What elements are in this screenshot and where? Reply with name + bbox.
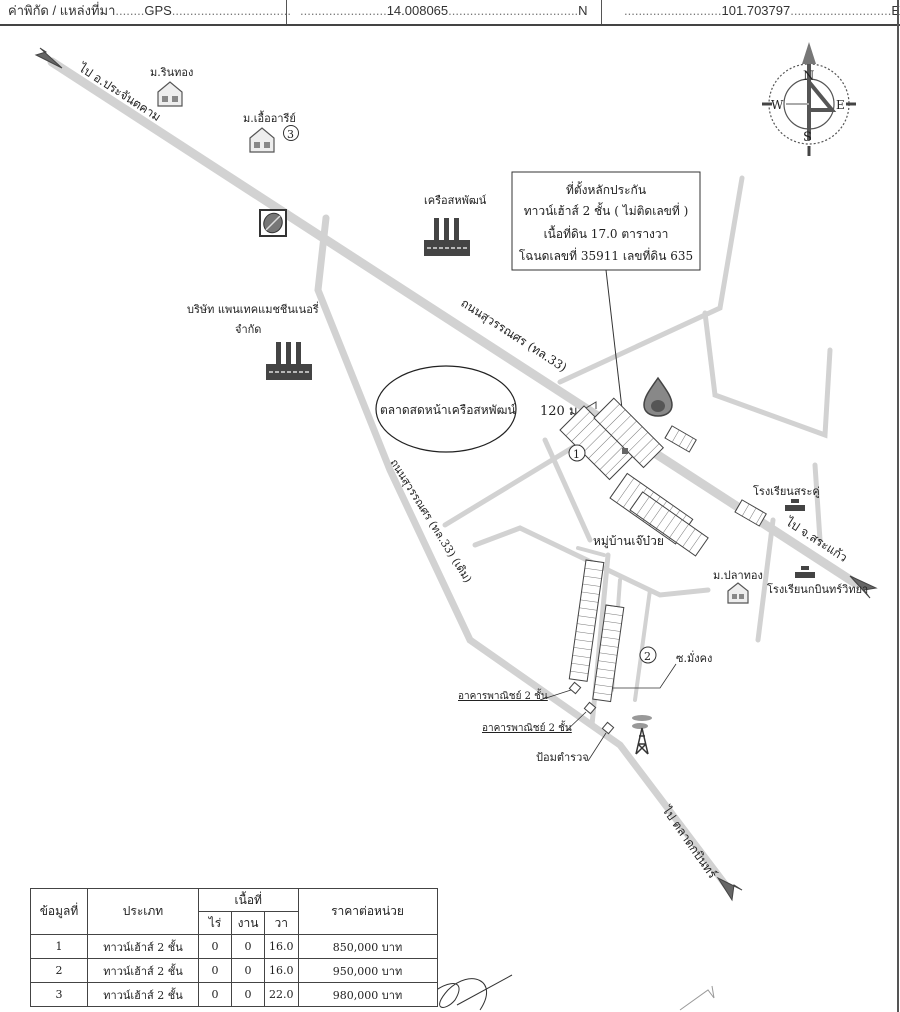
source-field: ค่าพิกัด / แหล่งที่มา........GPS........… — [8, 3, 291, 18]
collateral-line2: ทาวน์เฮ้าส์ 2 ชั้น ( ไม่ติดเลขที่ ) — [524, 202, 689, 218]
road-label-to-kabin-market: ไป ตลาดกบินทร์ — [659, 803, 720, 882]
cell-type: ทาวน์เฮ้าส์ 2 ชั้น — [87, 982, 199, 1007]
old-highway-33 — [314, 214, 732, 892]
cell-type: ทาวน์เฮ้าส์ 2 ชั้น — [87, 958, 199, 983]
police-box-marker — [601, 721, 615, 735]
gas-station-icon — [643, 376, 673, 417]
latitude-suffix: N — [578, 3, 588, 18]
col-header-price: ราคาต่อหน่วย — [297, 888, 438, 935]
label-distance: 120 ม. — [540, 404, 582, 419]
collateral-line1: ที่ตั้งหลักประกัน — [566, 181, 646, 197]
location-map: ไป อ.ประจันตคาม ถนนสุวรรณศร (ทล.33) ถนนส… — [34, 42, 878, 1011]
longitude-value: 101.703797 — [721, 3, 791, 18]
bank-logo-icon — [259, 209, 287, 237]
cell-wa: 22.0 — [264, 982, 299, 1007]
col-header-wa: วา — [264, 911, 299, 935]
label-village: หมู่บ้านเจ๊บ๋วย — [593, 534, 664, 549]
school-icon — [785, 499, 805, 511]
factory-icon — [266, 342, 312, 380]
cell-price: 850,000 บาท — [297, 934, 438, 959]
longitude-suffix: E — [891, 3, 900, 18]
shophouse-2-marker — [583, 701, 597, 715]
house-icon — [249, 127, 275, 153]
house-icon — [727, 582, 749, 604]
table-row: 3 ทาวน์เฮ้าส์ 2 ชั้น 0 0 22.0 980,000 บา… — [30, 982, 438, 1007]
arrow-to-prachantakham-icon — [34, 47, 63, 69]
marker-2 — [639, 646, 657, 664]
label-rinthong: ม.รินทอง — [150, 66, 193, 79]
col-header-no: ข้อมูลที่ — [30, 888, 88, 935]
compass-rose-icon: N S W E — [762, 42, 856, 156]
marker-1 — [568, 444, 586, 462]
col-header-type: ประเภท — [87, 888, 199, 935]
table-row: 2 ทาวน์เฮ้าส์ 2 ชั้น 0 0 16.0 950,000 บา… — [30, 958, 438, 983]
shophouse-1-marker — [568, 681, 582, 695]
compass-s: S — [803, 130, 812, 145]
label-soi-mangkong: ซ.มั่งคง — [676, 650, 712, 665]
cell-rai: 0 — [198, 982, 232, 1007]
label-kruea-sahapat: เครือสหพัฒน์ — [424, 194, 487, 207]
collateral-line3: เนื้อที่ดิน 17.0 ตารางวา — [544, 225, 669, 241]
compass-n: N — [803, 69, 814, 84]
longitude-field: ...........................101.703797...… — [624, 3, 900, 18]
collateral-line4: โฉนดเลขที่ 35911 เลขที่ดิน 635 — [519, 247, 693, 263]
compass-e: E — [836, 98, 845, 112]
label-market: ตลาดสดหน้าเครือสหพัฒน์ — [380, 403, 516, 417]
marker-2-label: 2 — [644, 650, 651, 663]
cell-rai: 0 — [198, 934, 232, 959]
factory-icon — [424, 218, 470, 256]
school-icon — [795, 566, 815, 578]
signature-mark — [419, 974, 715, 1011]
cell-ngan: 0 — [231, 934, 265, 959]
cell-rai: 0 — [198, 958, 232, 983]
label-pantech-line1: บริษัท แพนเทคแมชชีนเนอรี่ — [187, 301, 319, 316]
label-pla-thong: ม.ปลาทอง — [713, 569, 763, 582]
cell-wa: 16.0 — [264, 934, 299, 959]
marker-3-label: 3 — [287, 128, 294, 141]
cell-price: 950,000 บาท — [297, 958, 438, 983]
label-shophouse-1: อาคารพาณิชย์ 2 ชั้น — [458, 688, 548, 702]
coordinate-header: ค่าพิกัด / แหล่งที่มา........GPS........… — [0, 0, 900, 26]
source-label: ค่าพิกัด / แหล่งที่มา — [8, 3, 116, 18]
source-value: GPS — [144, 3, 172, 18]
road-label-suwannasorn-old: ถนนสุวรรณศร (ทล.33) (เดิม) — [387, 457, 474, 585]
house-icon — [157, 81, 183, 107]
table-row: 1 ทาวน์เฮ้าส์ 2 ชั้น 0 0 16.0 850,000 บา… — [30, 934, 438, 959]
label-police-box: ป้อมตำรวจ — [536, 751, 589, 764]
label-shophouse-2: อาคารพาณิชย์ 2 ชั้น — [482, 720, 572, 734]
collateral-callout: ที่ตั้งหลักประกัน ทาวน์เฮ้าส์ 2 ชั้น ( ไ… — [511, 171, 701, 453]
marker-3 — [283, 125, 299, 141]
col-header-ngan: งาน — [231, 911, 265, 935]
arrow-to-sakaeo-icon — [849, 575, 878, 599]
marker-1-label: 1 — [573, 448, 580, 461]
collateral-point — [622, 448, 628, 454]
page-frame-right — [897, 0, 899, 1012]
highway-33 — [47, 57, 860, 588]
cell-no: 3 — [30, 982, 88, 1007]
cell-type: ทาวน์เฮ้าส์ 2 ชั้น — [87, 934, 199, 959]
label-uea-aree: ม.เอื้ออารีย์ — [243, 110, 296, 125]
cell-no: 1 — [30, 934, 88, 959]
label-pantech-line2: จำกัด — [235, 323, 261, 336]
latitude-field: ........................14.008065.......… — [300, 3, 588, 18]
cell-ngan: 0 — [231, 982, 265, 1007]
latitude-value: 14.008065 — [386, 3, 449, 18]
cell-price: 980,000 บาท — [297, 982, 438, 1007]
col-header-rai: ไร่ — [198, 911, 232, 935]
label-school-srakoo: โรงเรียนสระคู่ — [753, 484, 820, 498]
townhouse-blocks — [559, 397, 767, 703]
arrow-to-kabin-market-icon — [716, 876, 743, 902]
cell-wa: 16.0 — [264, 958, 299, 983]
road-network — [47, 57, 860, 892]
compass-w: W — [771, 98, 784, 112]
cell-no: 2 — [30, 958, 88, 983]
market-area — [375, 365, 517, 453]
cell-ngan: 0 — [231, 958, 265, 983]
label-school-kabin: โรงเรียนกบินทร์วิทยา — [767, 582, 868, 596]
col-header-area: เนื้อที่ — [198, 888, 299, 912]
price-table: ข้อมูลที่ ประเภท เนื้อที่ ราคาต่อหน่วย ไ… — [30, 888, 438, 1007]
transmission-tower-icon — [632, 715, 652, 755]
